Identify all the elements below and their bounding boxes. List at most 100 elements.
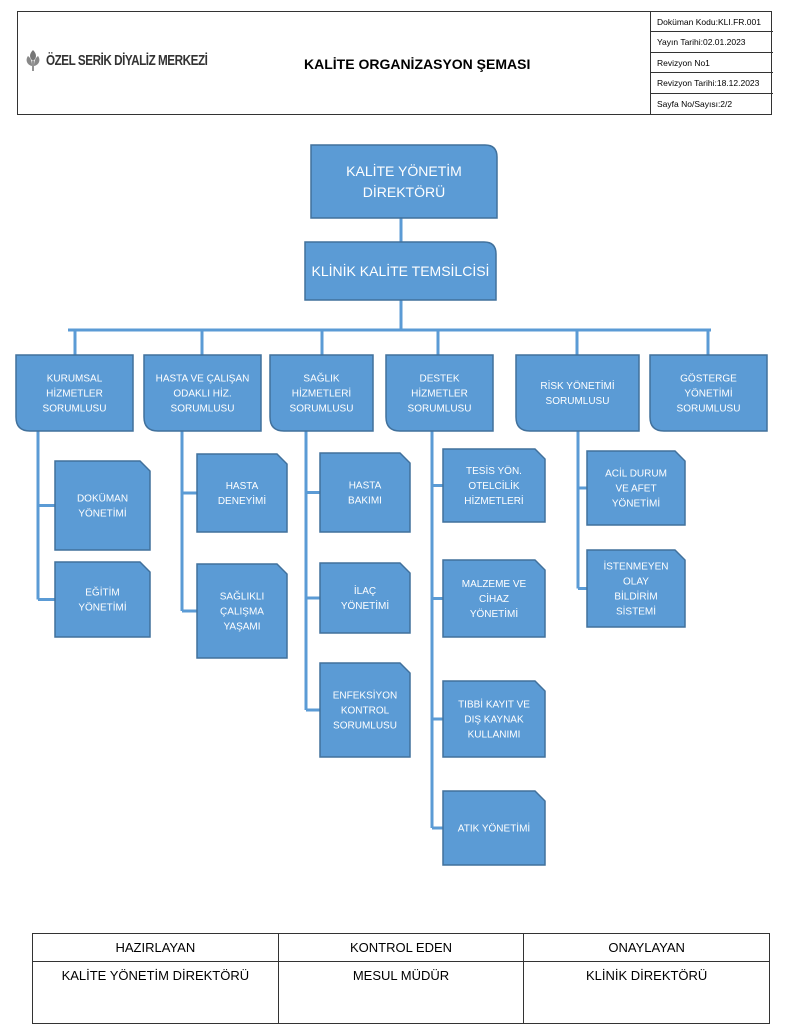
node-unit-3-child-3-label-2: KONTROL	[341, 706, 390, 717]
node-unit-5-child-1-label-1: ACİL DURUM	[605, 467, 667, 480]
node-unit-4-child-2: MALZEME VE CİHAZ YÖNETİMİ	[442, 559, 546, 638]
node-unit-1-child-2-label-1: EĞİTİM	[85, 586, 119, 599]
meta-document-code: Doküman Kodu:KLI.FR.001	[651, 12, 773, 33]
node-unit-2-child-1: HASTA DENEYİMİ	[196, 453, 288, 533]
node-unit-3-child-1-label-1: HASTA	[349, 481, 382, 492]
node-unit-2-child-2: SAĞLIKLI ÇALIŞMA YAŞAMI	[196, 563, 288, 659]
node-unit-5-child-2-shape	[586, 549, 686, 628]
node-unit-4-child-1-shape	[442, 448, 546, 523]
node-unit-1-child-2-label-2: YÖNETİMİ	[78, 601, 126, 614]
node-unit-3-child-2-label-2: YÖNETİMİ	[341, 599, 389, 612]
node-unit-4-child-3-label-2: DIŞ KAYNAK	[464, 715, 524, 726]
node-unit-3-label-1: SAĞLIK	[303, 372, 339, 385]
checked-by-value: MESUL MÜDÜR	[277, 961, 525, 1024]
node-unit-5-child-2-label-2: OLAY	[623, 577, 649, 588]
node-kalite-yonetim-direktoru-shape	[310, 144, 498, 219]
node-unit-3-child-1-shape	[319, 452, 411, 533]
meta-revision-date: Revizyon Tarihi:18.12.2023	[651, 73, 773, 94]
checked-by-header: KONTROL EDEN	[277, 933, 525, 962]
node-unit-1-child-1-label-2: YÖNETİMİ	[78, 507, 126, 520]
node-unit-6-label-2: YÖNETİMİ	[684, 387, 732, 400]
node-unit-2-child-1-label-2: DENEYİMİ	[218, 494, 266, 507]
node-unit-3-child-3-shape	[319, 662, 411, 758]
node-unit-6-label-1: GÖSTERGE	[680, 373, 737, 385]
node-unit-5-child-1-label-2: VE AFET	[615, 484, 656, 495]
node-unit-4-child-3-shape	[442, 680, 546, 758]
node-unit-1-child-2: EĞİTİM YÖNETİMİ	[54, 561, 151, 638]
meta-publish-date: Yayın Tarihi:02.01.2023	[651, 32, 773, 53]
approved-by-value: KLİNİK DİREKTÖRÜ	[523, 961, 770, 1024]
meta-revision-no: Revizyon No1	[651, 53, 773, 74]
node-unit-4-label-1: DESTEK	[419, 374, 459, 385]
node-unit-3-shape	[269, 354, 374, 432]
meta-page-number: Sayfa No/Sayısı:2/2	[657, 98, 733, 109]
document-header: ÖZEL SERİK DİYALİZ MERKEZİ KALİTE ORGANİ…	[17, 11, 773, 115]
logo-text: ÖZEL SERİK DİYALİZ MERKEZİ	[46, 51, 208, 69]
node-unit-2-child-1-shape	[196, 453, 288, 533]
node-unit-3: SAĞLIK HİZMETLERİ SORUMLUSU	[269, 354, 374, 432]
approved-by-header: ONAYLAYAN	[523, 933, 770, 962]
node-unit-2-label-2: ODAKLI HİZ.	[173, 387, 231, 400]
node-unit-1-shape	[15, 354, 134, 432]
node-unit-5-child-2-label-4: SİSTEMİ	[616, 605, 656, 618]
node-unit-3-label-3: SORUMLUSU	[290, 404, 354, 415]
node-unit-3-child-3-label-1: ENFEKSİYON	[333, 689, 397, 702]
node-unit-4-child-1-label-3: HİZMETLERİ	[464, 494, 523, 507]
node-unit-2-child-2-label-2: ÇALIŞMA	[220, 607, 264, 618]
node-unit-4-child-2-shape	[442, 559, 546, 638]
node-unit-3-child-2-shape	[319, 562, 411, 634]
node-unit-3-child-3-label-3: SORUMLUSU	[333, 721, 397, 732]
node-unit-1-label-1: KURUMSAL	[47, 374, 103, 385]
node-unit-4-child-3-label-1: TIBBİ KAYIT VE	[458, 698, 530, 711]
node-unit-5-child-1-shape	[586, 450, 686, 526]
node-unit-4-child-3-label-3: KULLANIMI	[468, 730, 521, 741]
node-klinik-kalite-temsilcisi: KLİNİK KALİTE TEMSİLCİSİ	[304, 241, 497, 301]
node-unit-5-child-1: ACİL DURUM VE AFET YÖNETİMİ	[586, 450, 686, 526]
node-unit-2-child-2-shape	[196, 563, 288, 659]
node-unit-4-label-2: HİZMETLER	[411, 387, 468, 400]
node-unit-4-child-4-shape	[442, 790, 546, 866]
node-klinik-kalite-temsilcisi-label-1: KLİNİK KALİTE TEMSİLCİSİ	[312, 262, 490, 279]
node-unit-4-child-2-label-2: CİHAZ	[479, 592, 509, 605]
node-unit-2-label-1: HASTA VE ÇALIŞAN	[156, 374, 250, 385]
node-kalite-yonetim-direktoru: KALİTE YÖNETİM DİREKTÖRÜ	[310, 144, 498, 219]
node-kalite-yonetim-direktoru-label-2: DİREKTÖRÜ	[363, 183, 445, 200]
wheat-logo-icon	[26, 50, 40, 71]
node-unit-3-label-2: HİZMETLERİ	[292, 387, 351, 400]
node-unit-2-child-2-label-1: SAĞLIKLI	[220, 590, 264, 603]
node-unit-5-child-1-label-3: YÖNETİMİ	[612, 497, 660, 510]
node-unit-1-child-1-shape	[54, 460, 151, 551]
approval-table: HAZIRLAYAN KONTROL EDEN ONAYLAYAN KALİTE…	[32, 933, 770, 1024]
node-unit-5-child-2-label-3: BİLDİRİM	[614, 590, 657, 603]
node-unit-4-label-3: SORUMLUSU	[408, 404, 472, 415]
node-unit-2-shape	[143, 354, 262, 432]
node-klinik-kalite-temsilcisi-shape	[304, 241, 497, 301]
node-unit-4-child-2-label-1: MALZEME VE	[462, 579, 527, 590]
prepared-by-value: KALİTE YÖNETİM DİREKTÖRÜ	[32, 961, 279, 1024]
node-unit-4-child-4: ATIK YÖNETİMİ	[442, 790, 546, 866]
node-unit-6-label-3: SORUMLUSU	[677, 404, 741, 415]
node-unit-4-child-2-label-3: YÖNETİMİ	[470, 607, 518, 620]
node-unit-2-child-1-label-1: HASTA	[226, 481, 259, 492]
node-kalite-yonetim-direktoru-label-1: KALİTE YÖNETİM	[346, 162, 462, 179]
node-unit-4-child-1-label-2: OTELCİLİK	[468, 479, 519, 492]
node-unit-2: HASTA VE ÇALIŞAN ODAKLI HİZ. SORUMLUSU	[143, 354, 262, 432]
node-unit-2-label-3: SORUMLUSU	[171, 404, 235, 415]
logo: ÖZEL SERİK DİYALİZ MERKEZİ	[24, 48, 253, 72]
node-unit-5-label-2: SORUMLUSU	[546, 396, 610, 407]
node-unit-4-child-3: TIBBİ KAYIT VE DIŞ KAYNAK KULLANIMI	[442, 680, 546, 758]
document-meta-table: Doküman Kodu:KLI.FR.001 Yayın Tarihi:02.…	[650, 12, 773, 114]
node-unit-4-shape	[385, 354, 494, 432]
node-unit-3-child-1-label-2: BAKIMI	[348, 496, 382, 507]
node-unit-2-child-2-label-3: YAŞAMI	[223, 622, 260, 633]
node-unit-4-child-4-label-1: ATIK YÖNETİMİ	[458, 822, 530, 835]
node-unit-1-label-2: HİZMETLER	[46, 387, 103, 400]
node-unit-3-child-3: ENFEKSİYON KONTROL SORUMLUSU	[319, 662, 411, 758]
